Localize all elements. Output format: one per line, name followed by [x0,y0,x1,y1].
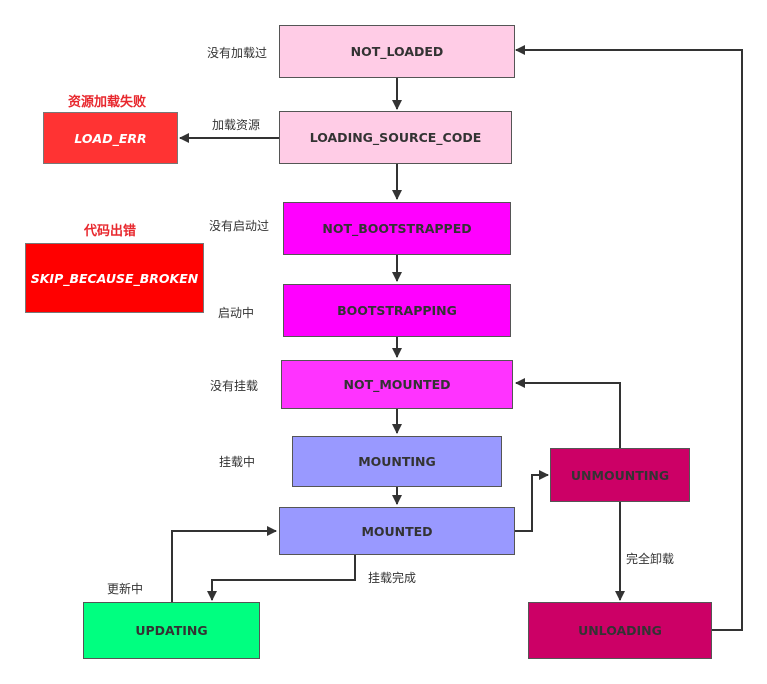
label-code-error: 代码出错 [84,224,137,239]
label-not-bootstrapped: 没有启动过 [209,219,270,233]
label-bootstrapping: 启动中 [218,306,255,320]
label-mount-done: 挂载完成 [368,571,417,585]
node-load-err: LOAD_ERR [43,112,178,164]
label-load-fail: 资源加载失败 [68,95,147,110]
node-loading-source-code: LOADING_SOURCE_CODE [279,111,512,164]
node-unmounting: UNMOUNTING [550,448,690,502]
node-mounted: MOUNTED [279,507,515,555]
node-not-mounted: NOT_MOUNTED [281,360,513,409]
edge-unmounting-notmounted [515,378,621,448]
node-updating: UPDATING [83,602,260,659]
edge-unloading-notloaded [515,45,743,631]
label-not-loaded: 没有加载过 [207,46,268,60]
node-skip-because-broken: SKIP_BECAUSE_BROKEN [25,243,204,313]
label-unload-complete: 完全卸载 [626,552,675,566]
label-updating: 更新中 [107,582,144,596]
edge-mounted-updating [207,555,356,601]
label-loading: 加载资源 [212,118,261,132]
node-not-loaded: NOT_LOADED [279,25,515,78]
label-not-mounted: 没有挂载 [210,379,259,393]
label-mounting: 挂载中 [219,455,256,469]
node-mounting: MOUNTING [292,436,502,487]
node-not-bootstrapped: NOT_BOOTSTRAPPED [283,202,511,255]
edge-mounted-unmounting [515,470,549,532]
node-unloading: UNLOADING [528,602,712,659]
node-bootstrapping: BOOTSTRAPPING [283,284,511,337]
edge-updating-mounted [171,526,277,602]
